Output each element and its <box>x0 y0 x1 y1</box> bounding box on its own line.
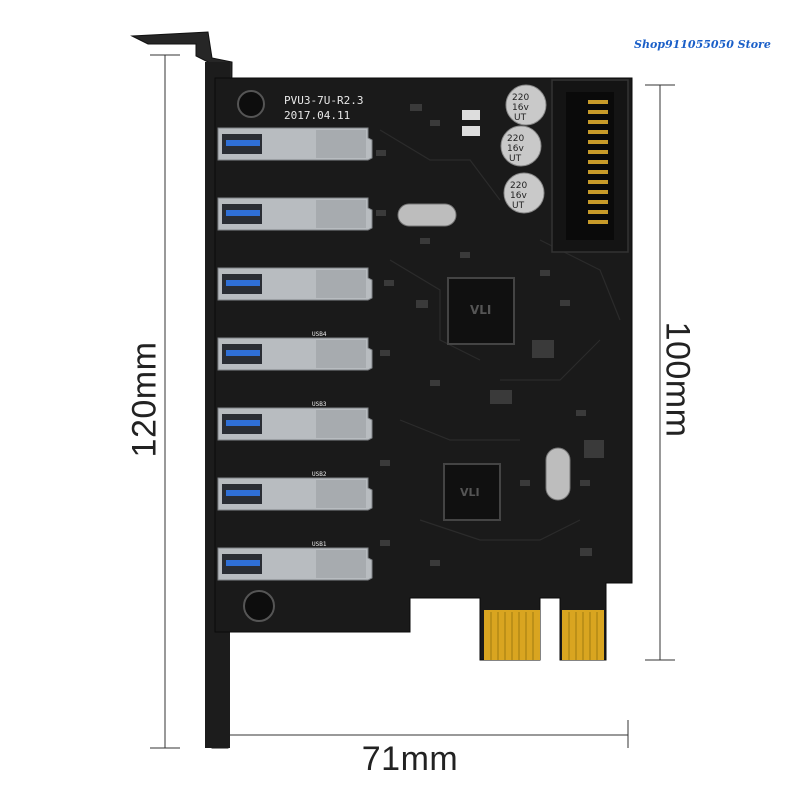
gold-fingers <box>484 610 604 660</box>
hub-chip-top: VLI <box>447 277 515 345</box>
svg-text:UT: UT <box>512 201 525 211</box>
svg-text:UT: UT <box>509 154 522 164</box>
store-watermark: Shop911055050 Store <box>634 38 771 51</box>
svg-text:220: 220 <box>510 181 527 191</box>
usb-port-4 <box>217 337 373 371</box>
svg-text:16v: 16v <box>510 191 527 201</box>
usb-port-2 <box>217 197 373 231</box>
dimension-lines <box>150 54 675 749</box>
usb-port-group <box>217 127 373 581</box>
sata-power-connector <box>551 79 629 253</box>
crystal-oscillator-bottom <box>545 447 571 501</box>
port-label-usb1: USB1 <box>312 541 327 548</box>
capacitor-1: 220 16v UT <box>505 84 547 126</box>
inductor-1 <box>462 110 480 120</box>
capacitor-2: 220 16v UT <box>500 125 542 167</box>
svg-text:UT: UT <box>514 113 527 123</box>
usb-port-1 <box>217 127 373 161</box>
usb-port-7 <box>217 547 373 581</box>
usb-port-5 <box>217 407 373 441</box>
svg-text:16v: 16v <box>507 144 524 154</box>
crystal-oscillator-top <box>397 203 457 227</box>
mounting-hole-top <box>237 90 265 118</box>
dimension-100mm: 100mm <box>658 321 697 438</box>
dimension-120mm: 120mm <box>125 341 164 458</box>
svg-text:VLI: VLI <box>470 303 491 317</box>
svg-text:VLI: VLI <box>460 486 480 499</box>
port-label-usb3: USB3 <box>312 401 327 408</box>
mounting-hole-bottom <box>243 590 275 622</box>
port-label-usb2: USB2 <box>312 471 327 478</box>
inductor-2 <box>462 126 480 136</box>
svg-text:16v: 16v <box>512 103 529 113</box>
svg-text:220: 220 <box>507 134 524 144</box>
svg-text:220: 220 <box>512 93 529 103</box>
hub-chip-bottom: VLI <box>443 463 501 521</box>
dimension-71mm: 71mm <box>361 740 459 778</box>
usb-port-3 <box>217 267 373 301</box>
board-model-text: PVU3-7U-R2.3 <box>284 94 363 107</box>
usb-port-6 <box>217 477 373 511</box>
capacitor-3: 220 16v UT <box>503 172 545 214</box>
board-date-text: 2017.04.11 <box>284 109 350 122</box>
port-label-usb4: USB4 <box>312 331 327 338</box>
smd-components <box>376 104 604 566</box>
